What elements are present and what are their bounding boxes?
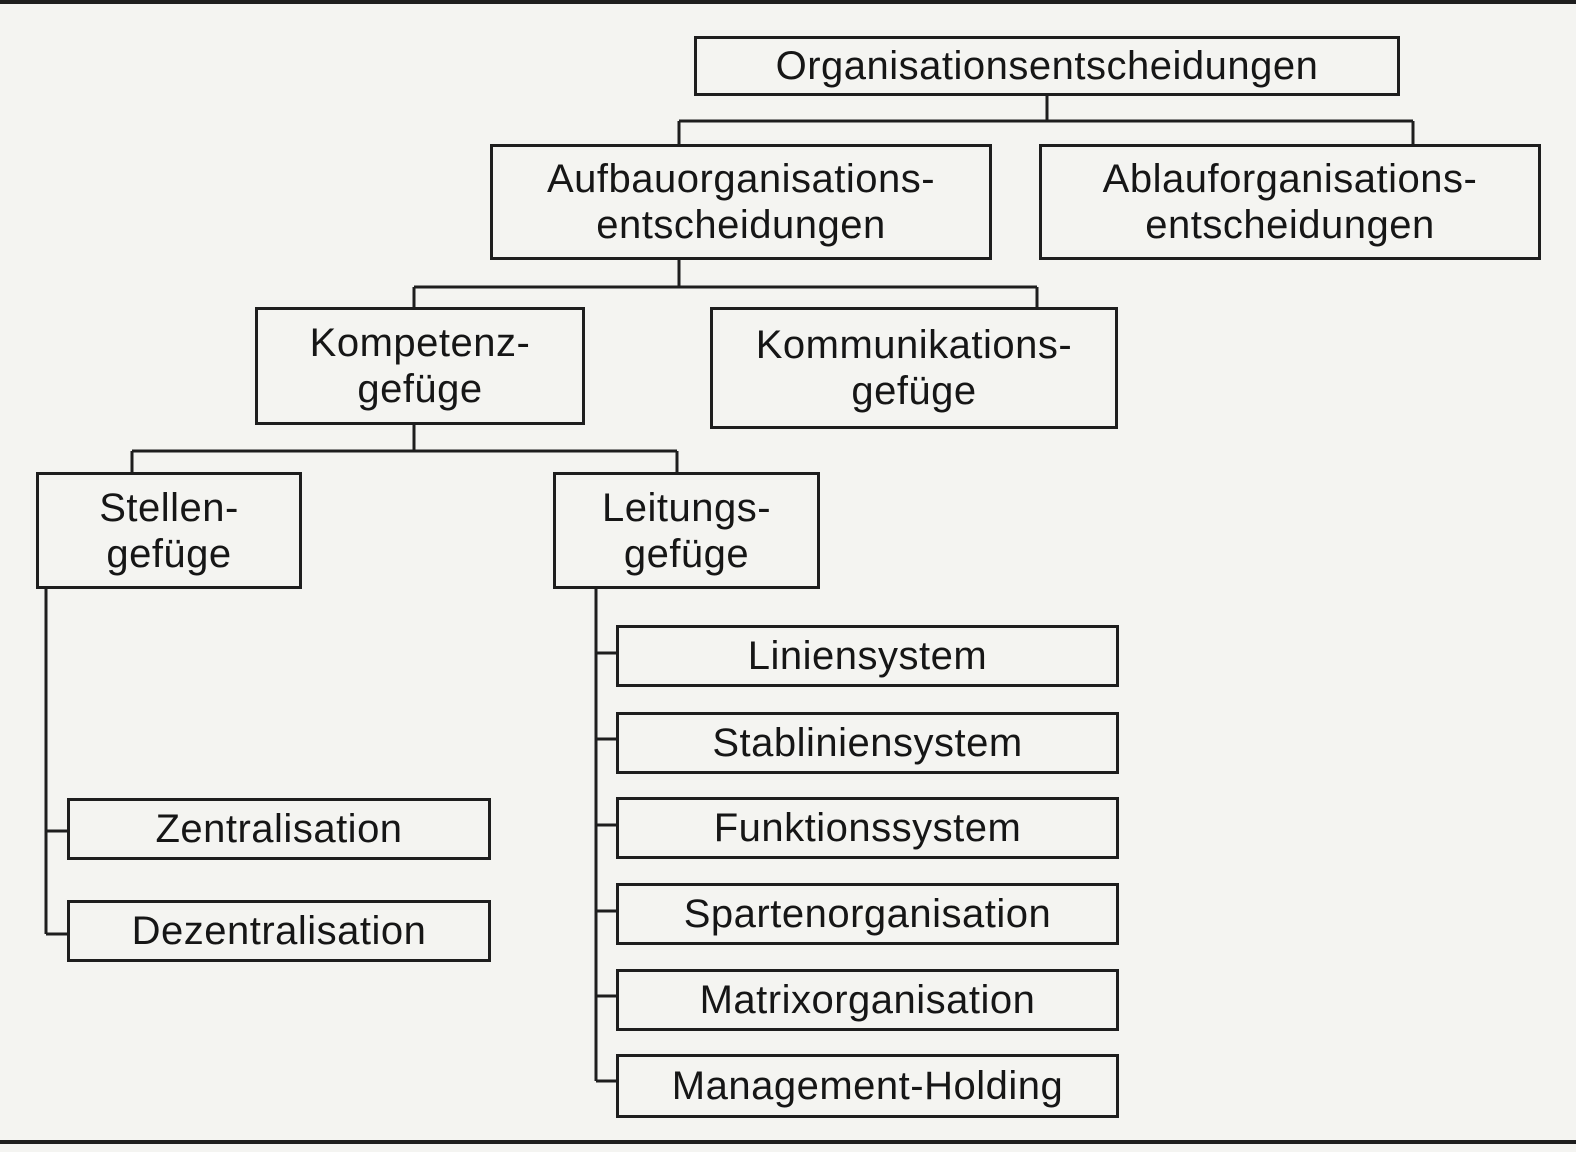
node-leitungsgefuege: Leitungs- gefüge [553,472,820,589]
node-zentralisation: Zentralisation [67,798,491,860]
node-spartenorganisation: Spartenorganisation [616,883,1119,945]
node-label-line1: Leitungs- [601,485,772,530]
node-label-line2: entscheidungen [1145,203,1435,247]
node-liniensystem: Liniensystem [616,625,1119,687]
node-kompetenzgefuege: Kompetenz- gefüge [255,307,585,425]
top-border [0,0,1576,4]
node-stabliniensystem: Stabliniensystem [616,712,1119,774]
node-aufbauorganisationsentscheidungen: Aufbauorganisations- entscheidungen [490,144,992,260]
bottom-border [0,1140,1576,1144]
node-matrixorganisation: Matrixorganisation [616,969,1119,1031]
node-label-line1: Ablauforganisations- [1102,157,1478,201]
node-organisationsentscheidungen: Organisationsentscheidungen [694,36,1400,96]
node-label-line2: gefüge [106,531,232,576]
node-label-line1: Kommunikations- [755,323,1073,367]
node-label-line2: gefüge [357,367,483,411]
node-label-line1: Stellen- [99,485,239,530]
node-ablauforganisationsentscheidungen: Ablauforganisations- entscheidungen [1039,144,1541,260]
node-label-line2: entscheidungen [596,203,886,247]
node-stellengefuege: Stellen- gefüge [36,472,302,589]
node-label-line1: Kompetenz- [309,321,531,365]
node-label-line2: gefüge [851,369,977,413]
node-dezentralisation: Dezentralisation [67,900,491,962]
node-management-holding: Management-Holding [616,1054,1119,1118]
node-label-line1: Aufbauorganisations- [546,157,936,201]
node-funktionssystem: Funktionssystem [616,797,1119,859]
node-kommunikationsgefuege: Kommunikations- gefüge [710,307,1118,429]
node-label-line2: gefüge [623,531,750,576]
